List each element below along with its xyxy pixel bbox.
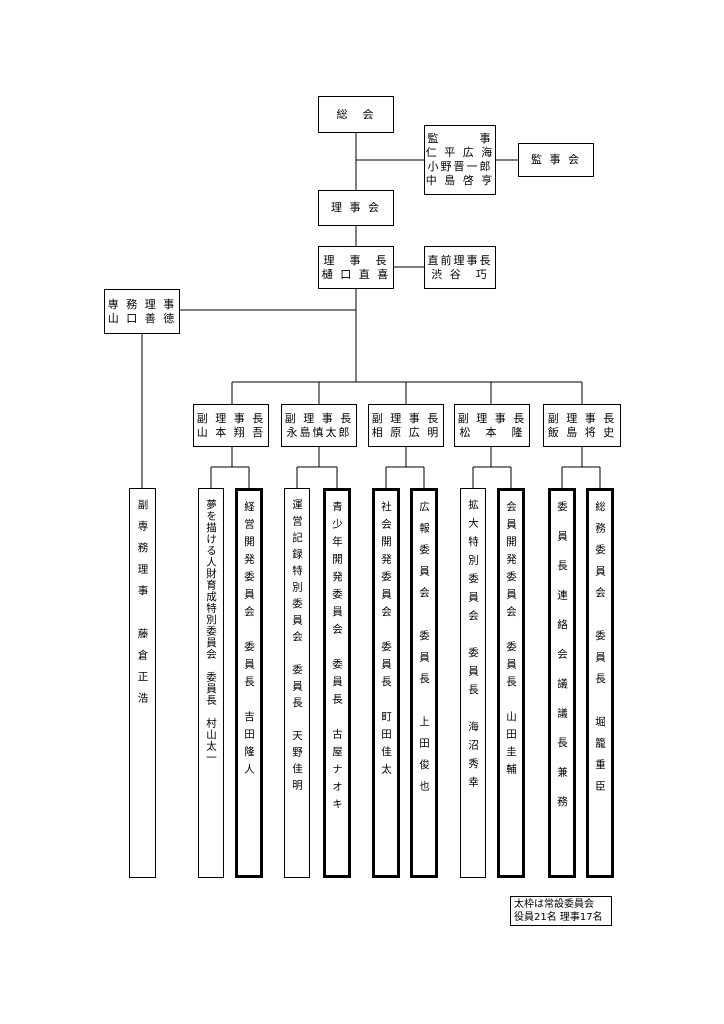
committee-label: 経営開発委員会 委員長 吉田隆人 <box>243 501 255 781</box>
executive-director-box: 専 務 理 事 山 口 善 徳 <box>104 289 180 334</box>
legend-line: 役員21名 理事17名 <box>514 912 603 923</box>
committee-label: 会員開発委員会 委員長 山田圭輔 <box>505 501 517 781</box>
vice-president-title: 副 理 事 長 <box>457 411 527 425</box>
auditor-name: 仁 平 広 海 <box>425 146 495 159</box>
vice-president-box: 副 理 事 長 飯 島 将 史 <box>543 404 621 447</box>
legend-line: 太枠は常設委員会 <box>514 899 594 910</box>
general-assembly-box: 総 会 <box>318 96 394 133</box>
committee-label: 運営記録特別委員会 委員長 天野佳明 <box>291 499 303 796</box>
auditor-name: 小野晋一郎 <box>427 160 493 173</box>
standing-committee-box: 社会開発委員会 委員長 町田佳太 <box>372 488 400 878</box>
committee-box: 運営記録特別委員会 委員長 天野佳明 <box>284 488 310 878</box>
vice-president-box: 副 理 事 長 松 本 隆 <box>454 404 530 447</box>
standing-committee-box: 青少年開発委員会 委員長 古屋ナオキ <box>323 488 351 878</box>
former-president-box: 直前理事長 渋 谷 巧 <box>424 246 496 289</box>
standing-committee-box: 総務委員会 委員長 堀籠重臣 <box>586 488 614 878</box>
auditors-title: 監 事 <box>427 132 493 145</box>
vice-president-title: 副 理 事 長 <box>547 411 617 425</box>
vice-executive-director-box: 副専務理事 藤倉正浩 <box>129 488 156 878</box>
vice-president-box: 副 理 事 長 相 原 広 明 <box>368 404 444 447</box>
standing-committee-box: 広報委員会 委員長 上田俊也 <box>410 488 438 878</box>
vice-president-name: 飯 島 将 史 <box>547 425 617 439</box>
vice-president-box: 副 理 事 長 山 本 翔 吾 <box>193 404 269 447</box>
vice-executive-director-label: 副専務理事 藤倉正浩 <box>136 499 149 714</box>
president-name: 樋 口 直 喜 <box>321 267 391 281</box>
committee-label: 広報委員会 委員長 上田俊也 <box>418 501 430 802</box>
vice-president-title: 副 理 事 長 <box>284 411 354 425</box>
former-president-title: 直前理事長 <box>427 253 493 267</box>
committee-box: 夢を描ける人財育成特別委員会 委員長 村山太一 <box>198 488 224 878</box>
vice-president-name: 松 本 隆 <box>459 425 525 439</box>
vice-president-box: 副 理 事 長 永島慎太郎 <box>281 404 357 447</box>
audit-committee-box: 監 事 会 <box>518 143 594 177</box>
committee-label: 総務委員会 委員長 堀籠重臣 <box>594 501 606 802</box>
vice-president-name: 相 原 広 明 <box>371 425 441 439</box>
auditor-name: 中 島 啓 亨 <box>425 174 495 187</box>
standing-committee-box: 会員開発委員会 委員長 山田圭輔 <box>497 488 525 878</box>
committee-box: 拡大特別委員会 委員長 海沼秀幸 <box>460 488 486 878</box>
president-box: 理 事 長 樋 口 直 喜 <box>318 246 394 289</box>
committee-label: 拡大特別委員会 委員長 海沼秀幸 <box>467 499 479 795</box>
executive-director-title: 専 務 理 事 <box>107 297 177 311</box>
board-label: 理 事 会 <box>331 201 381 214</box>
executive-director-name: 山 口 善 徳 <box>107 311 177 325</box>
general-assembly-label: 総 会 <box>336 107 376 121</box>
former-president-name: 渋 谷 巧 <box>431 267 489 281</box>
board-box: 理 事 会 <box>318 190 394 226</box>
standing-committee-box: 経営開発委員会 委員長 吉田隆人 <box>235 488 263 878</box>
committee-label: 委員長連絡会議議長兼務 <box>556 501 568 826</box>
president-title: 理 事 長 <box>323 253 389 267</box>
vice-president-name: 永島慎太郎 <box>286 425 352 439</box>
standing-committee-box: 委員長連絡会議議長兼務 <box>548 488 576 878</box>
vice-president-name: 山 本 翔 吾 <box>196 425 266 439</box>
committee-label: 青少年開発委員会 委員長 古屋ナオキ <box>331 501 343 816</box>
legend-note: 太枠は常設委員会 役員21名 理事17名 <box>510 896 612 926</box>
vice-president-title: 副 理 事 長 <box>371 411 441 425</box>
vice-president-title: 副 理 事 長 <box>196 411 266 425</box>
auditors-box: 監 事 仁 平 広 海 小野晋一郎 中 島 啓 亨 <box>424 125 496 195</box>
audit-committee-label: 監 事 会 <box>531 153 581 166</box>
committee-label: 夢を描ける人財育成特別委員会 委員長 村山太一 <box>205 499 217 764</box>
committee-label: 社会開発委員会 委員長 町田佳太 <box>380 501 392 781</box>
